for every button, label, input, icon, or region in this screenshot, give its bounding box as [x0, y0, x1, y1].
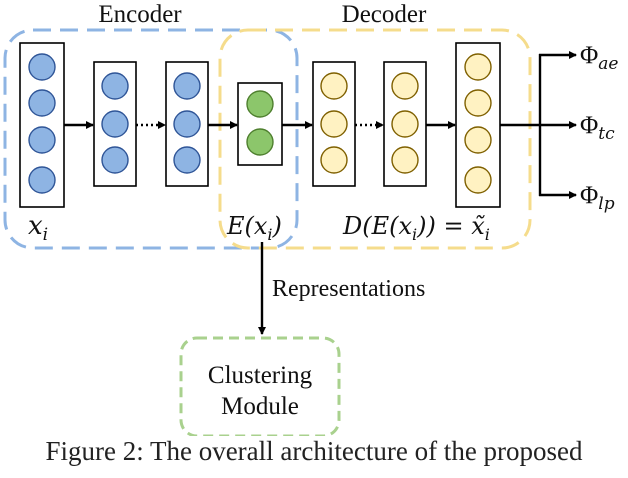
decoder-node	[320, 110, 348, 138]
clustering-module-label: Clustering	[208, 362, 313, 389]
decoder-node	[391, 110, 419, 138]
decoder-title: Decoder	[342, 1, 427, 28]
latent-node	[246, 128, 274, 156]
output-node	[464, 126, 492, 154]
decoder-node	[320, 72, 348, 100]
phi-lp-label: Φlp	[580, 182, 615, 214]
encoder-node	[101, 110, 129, 138]
input-node	[28, 126, 56, 154]
output-node	[464, 166, 492, 194]
encoder-title: Encoder	[98, 1, 182, 28]
encoder-node	[173, 72, 201, 100]
output-node	[464, 53, 492, 81]
decoder-node	[391, 72, 419, 100]
decoder-region	[218, 28, 532, 250]
encoder-region	[3, 28, 299, 250]
encoding-label: E(xi)	[226, 212, 282, 244]
encoder-node	[101, 146, 129, 174]
clustering-module-region	[179, 336, 341, 436]
representations-label: Representations	[272, 276, 425, 302]
encoder-node	[173, 146, 201, 174]
decoder-node	[391, 146, 419, 174]
latent-node	[246, 90, 274, 118]
clustering-module-label-line2: Module	[221, 393, 299, 420]
figure-caption: Figure 2: The overall architecture of th…	[45, 436, 583, 466]
phi-tc-label: Φtc	[580, 112, 615, 144]
input-node	[28, 53, 56, 81]
phi-ae-label: Φae	[580, 42, 618, 74]
decoder-node	[320, 146, 348, 174]
input-node	[28, 89, 56, 117]
reconstruction-label: D(E(xi)) = x̃i	[342, 212, 490, 244]
encoder-node	[101, 72, 129, 100]
autoencoder-architecture-diagram: Encoder Decoder Φae Φtc	[3, 1, 618, 436]
input-label: xi	[28, 211, 48, 245]
encoder-node	[173, 110, 201, 138]
input-node	[28, 166, 56, 194]
output-node	[464, 89, 492, 117]
